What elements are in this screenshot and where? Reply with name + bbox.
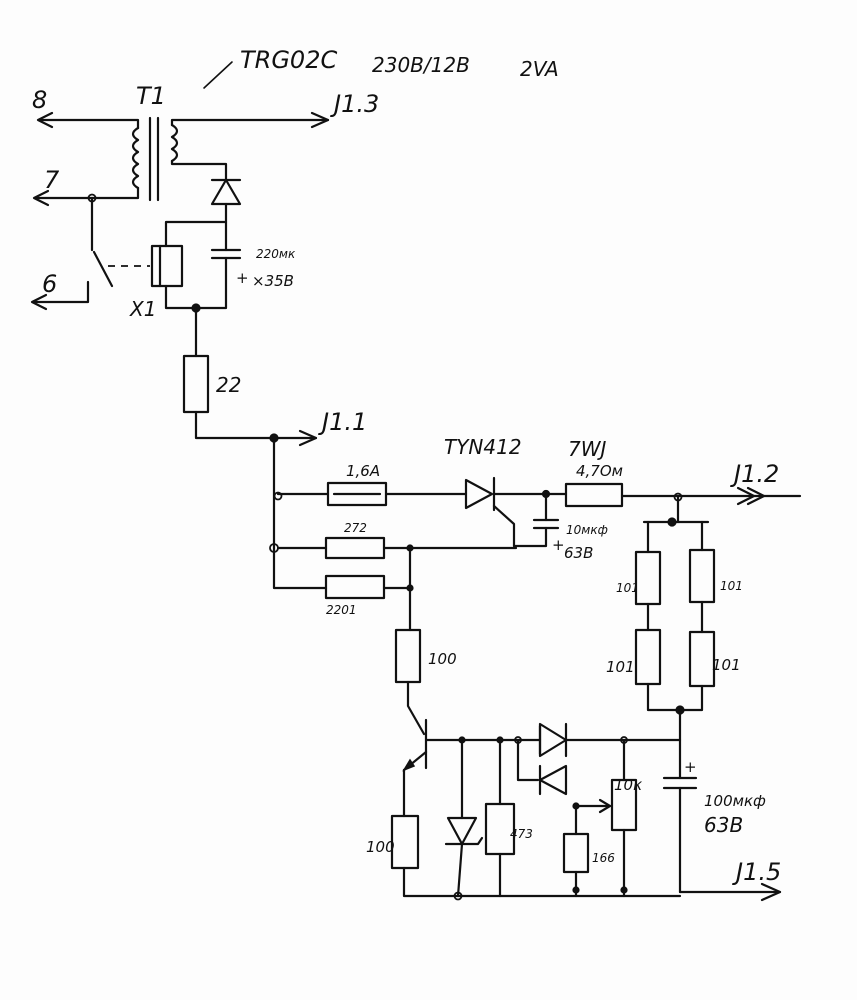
transformer-t1 — [131, 116, 179, 202]
wire-zener-to-ground — [456, 842, 464, 898]
pin7-label: 7 — [44, 166, 60, 194]
res101a-label: 101 — [616, 581, 639, 595]
resistor-101-d — [688, 630, 716, 688]
resistor-101-a — [634, 550, 662, 606]
cap220-voltage-label: ×35B — [252, 272, 294, 290]
wire-cap10-bottom — [512, 526, 548, 548]
cap10-value-label: 10мкф — [566, 523, 608, 537]
secondary-coil — [170, 123, 179, 163]
res166-label: 166 — [592, 851, 615, 865]
junction-ground-2 — [620, 886, 628, 894]
relay-contact — [92, 250, 114, 288]
j12-arrow-b — [746, 486, 766, 506]
transformer-ratio-label: 230B/12B — [372, 53, 470, 77]
relay-label: X1 — [129, 297, 156, 321]
thyristor-tyn412 — [464, 478, 494, 510]
transformer-leader-line — [203, 61, 233, 89]
cap100-voltage-label: 63B — [704, 813, 743, 837]
cap100-plus: + — [684, 758, 697, 776]
res4r7-label: 4,7Ом — [576, 462, 623, 480]
wire-ground-bus — [402, 866, 682, 898]
pin8-label: 8 — [32, 86, 47, 114]
resistor-100-base — [394, 628, 422, 684]
res2201-label: 2201 — [326, 603, 357, 617]
fuse-label: 1,6A — [346, 462, 380, 480]
pin6-label: 6 — [42, 270, 57, 298]
resistor-101-b — [688, 548, 716, 604]
res100-emitter-label: 100 — [366, 838, 395, 856]
junction-r2201 — [406, 584, 414, 592]
j13-arrow — [310, 111, 330, 129]
diode-a — [538, 722, 568, 758]
primary-coil — [131, 126, 140, 190]
res101c-label: 101 — [606, 658, 635, 676]
thyristor-label: TYN412 — [444, 435, 522, 459]
wire-to-diode — [170, 159, 228, 182]
transformer-model-label: TRG02C — [240, 46, 337, 74]
wire-pin7 — [34, 186, 140, 200]
transformer-label: T1 — [136, 82, 166, 110]
resistor-101-c — [634, 628, 662, 686]
res272-label: 272 — [344, 521, 367, 535]
resistor-22 — [182, 354, 210, 414]
res101b-label: 101 — [720, 579, 743, 593]
junction-left-top — [273, 491, 283, 501]
transistor-emitter-arrow — [402, 758, 416, 772]
junction-ground-1 — [453, 891, 463, 901]
j11-arrow — [298, 429, 318, 447]
resistor-4r7 — [564, 482, 624, 508]
trimmer-label: 10к — [614, 776, 642, 794]
wire-pin8 — [38, 118, 140, 130]
diode-b — [538, 764, 568, 796]
resistor-100-emitter — [390, 814, 420, 870]
j12-arrow-a — [736, 486, 756, 506]
wire-r100-to-base — [406, 680, 426, 736]
pin8-arrow — [36, 111, 54, 129]
junction-ground-3 — [572, 886, 580, 894]
res100-base-label: 100 — [428, 650, 457, 668]
relay-coil-x1 — [150, 244, 184, 288]
wire-relay-top — [164, 220, 228, 248]
wire-left-bus — [272, 436, 328, 590]
j13-label: J1.3 — [330, 90, 379, 118]
j15-label: J1.5 — [732, 858, 781, 886]
pin7-arrow — [32, 189, 50, 207]
cap10-voltage-label: 63B — [564, 544, 593, 562]
thyristor-gate — [492, 504, 516, 548]
rectifier-diode — [210, 178, 242, 206]
resistor-166 — [562, 832, 590, 874]
res4r7-power-label: 7WJ — [568, 437, 607, 461]
resistor-272 — [324, 536, 386, 560]
r22-label: 22 — [216, 373, 241, 397]
cap100-value-label: 100мкф — [704, 792, 766, 810]
j15-arrow — [760, 882, 782, 902]
wire-j13 — [170, 118, 330, 127]
cap220-value-label: 220мк — [256, 247, 296, 261]
res473-label: 473 — [510, 827, 533, 841]
wire-relay-cap-bottom — [164, 256, 228, 310]
cap220-plus: + — [236, 269, 249, 287]
wire-pin6 — [32, 280, 90, 304]
j11-label: J1.1 — [318, 408, 367, 436]
wire-to-diode-b — [516, 738, 540, 782]
resistor-2201 — [324, 574, 386, 600]
zener-bar — [444, 836, 484, 846]
zener-diode — [446, 816, 478, 846]
cap10-plus: + — [552, 536, 565, 554]
transformer-power-label: 2VA — [520, 57, 559, 81]
wire-bridge-bottom — [646, 682, 704, 712]
res101d-label: 101 — [712, 656, 741, 674]
junction-bridge-top — [667, 517, 677, 527]
wire-j11 — [194, 410, 318, 440]
j12-label: J1.2 — [730, 460, 779, 488]
trimmer-wiper-arrow — [598, 798, 612, 814]
pin6-arrow — [30, 293, 48, 311]
